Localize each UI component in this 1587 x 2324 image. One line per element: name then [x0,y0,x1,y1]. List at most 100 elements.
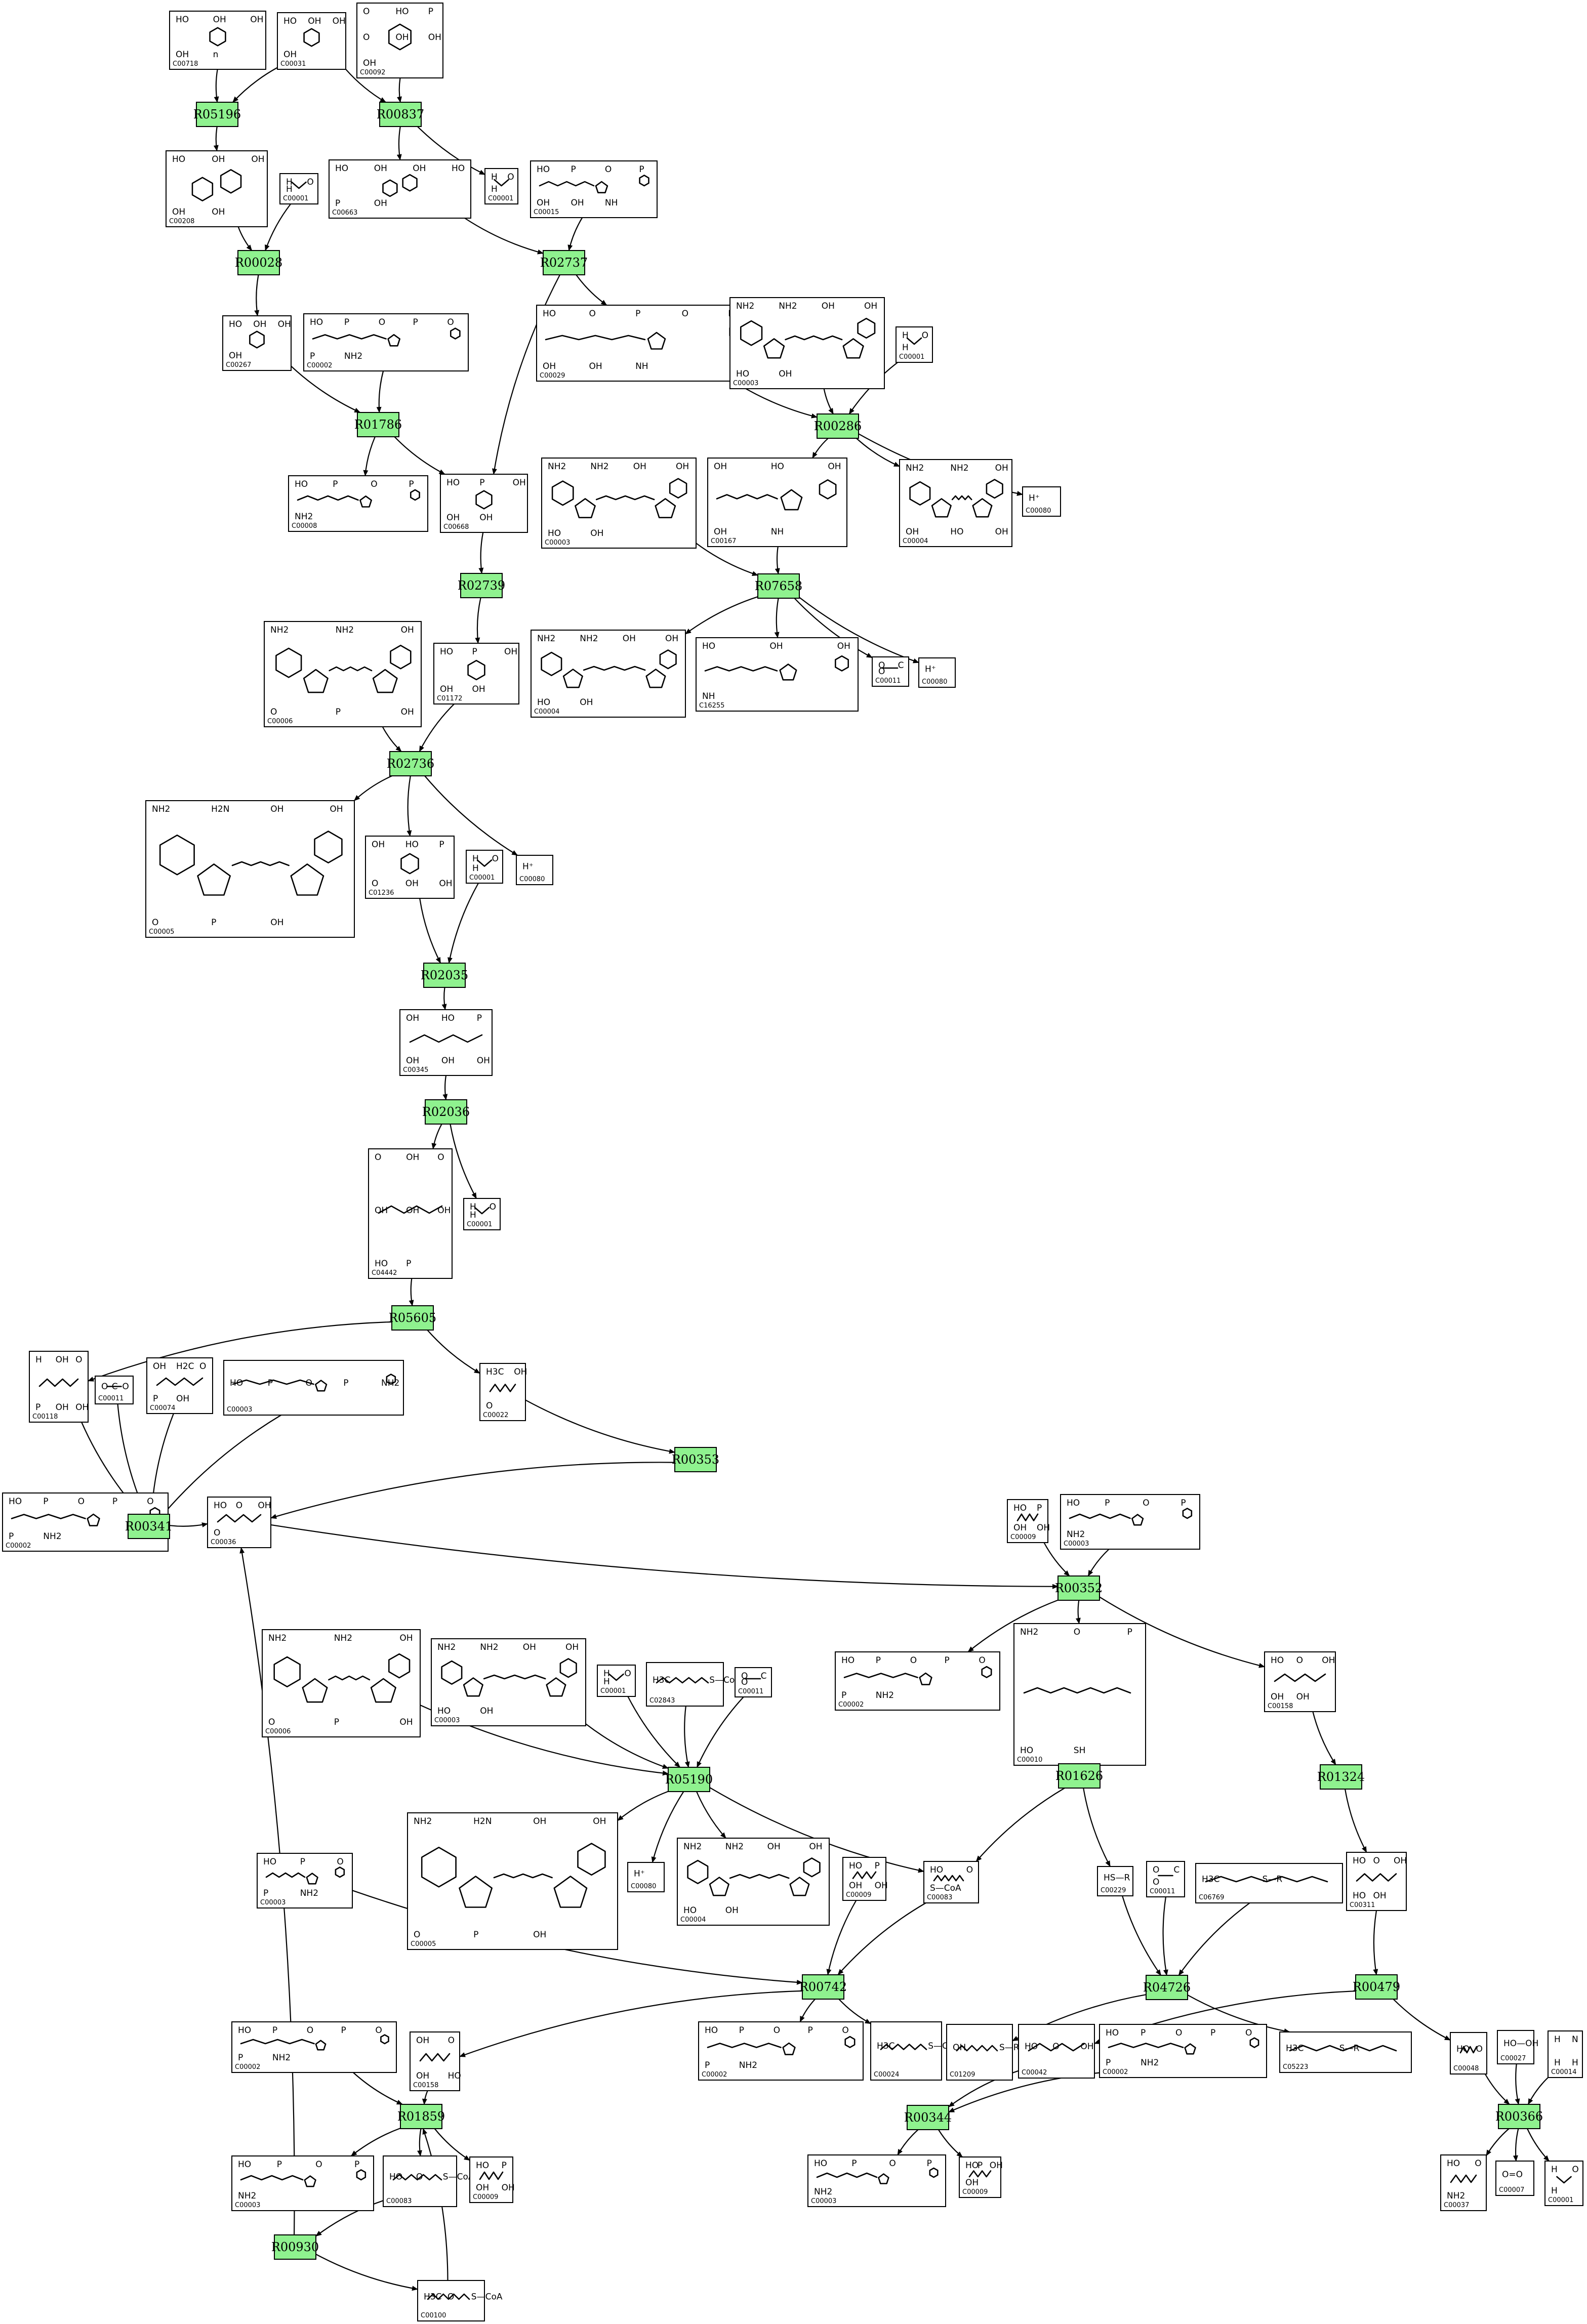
reaction-button[interactable] [1498,2104,1540,2129]
reaction-node[interactable]: R00479 [1353,1974,1400,2000]
reaction-button[interactable] [379,102,422,127]
reaction-node[interactable]: R00837 [377,102,424,127]
reaction-node[interactable]: R05190 [665,1767,713,1792]
reaction-node[interactable]: R00286 [814,413,862,439]
reaction-node[interactable]: R07658 [755,573,802,599]
reaction-button[interactable] [389,751,432,776]
reaction-button[interactable] [757,573,800,599]
reaction-button[interactable] [400,2104,442,2129]
reaction-button[interactable] [237,250,280,275]
reaction-node[interactable]: R00930 [271,2234,319,2260]
reaction-button[interactable] [425,1099,467,1125]
reaction-button[interactable] [274,2234,316,2260]
reaction-node[interactable]: R01324 [1317,1764,1365,1790]
reaction-button[interactable] [907,2105,949,2130]
reaction-node[interactable]: R05196 [193,102,241,127]
reaction-button[interactable] [460,573,503,598]
reaction-button[interactable] [802,1974,844,2000]
reaction-node[interactable]: R02737 [540,250,588,275]
reaction-button[interactable] [668,1767,710,1792]
reaction-button[interactable] [1146,1975,1188,2000]
reaction-node[interactable]: R01786 [354,412,402,437]
reaction-node[interactable]: R00028 [235,250,282,275]
compound-node[interactable]: H⁺C00080 [1022,486,1061,517]
reaction-button[interactable] [1320,1764,1362,1790]
reaction-node[interactable]: R00366 [1495,2104,1543,2129]
reaction-button[interactable] [423,963,466,988]
compound-node[interactable]: H⁺C00080 [516,855,553,885]
reaction-button[interactable] [1058,1763,1101,1789]
reaction-node[interactable]: R02035 [421,963,468,988]
reaction-button[interactable] [674,1447,717,1472]
reaction-node[interactable]: R01859 [397,2104,445,2129]
reaction-node[interactable]: R02736 [387,751,434,776]
compound-node[interactable]: H⁺C00080 [918,657,956,688]
reaction-button[interactable] [391,1305,434,1331]
reaction-node[interactable]: R01626 [1055,1763,1103,1789]
reaction-node[interactable]: R02036 [422,1099,470,1125]
reaction-node[interactable]: R00344 [904,2105,952,2130]
reaction-button[interactable] [128,1514,170,1539]
